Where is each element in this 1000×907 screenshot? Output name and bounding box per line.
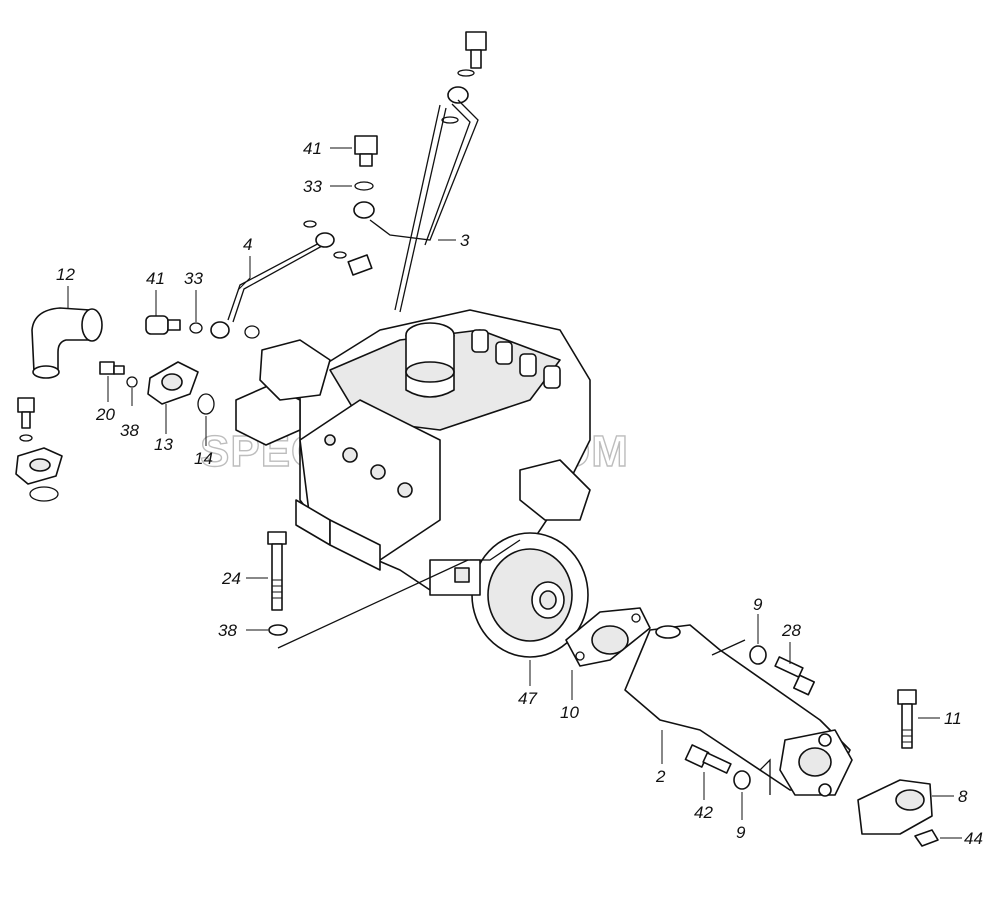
- left-flange-stack: [15, 397, 63, 502]
- callout-41: 41: [303, 139, 322, 158]
- callout-24: 24: [221, 569, 241, 588]
- callout-47: 47: [518, 689, 537, 708]
- callout-12: 12: [56, 265, 75, 284]
- callout-41: 41: [146, 269, 165, 288]
- callout-38: 38: [218, 621, 237, 640]
- bolt-28-assembly: [749, 645, 816, 696]
- callout-4: 4: [243, 235, 252, 254]
- leader-lines: [67, 147, 962, 839]
- callout-11: 11: [944, 709, 962, 728]
- callout-33: 33: [303, 177, 322, 196]
- callout-20: 20: [95, 405, 115, 424]
- pipe-4-assembly: [145, 220, 373, 339]
- callout-42: 42: [694, 803, 713, 822]
- callout-13: 13: [154, 435, 173, 454]
- callout-44: 44: [964, 829, 983, 848]
- bolt-42-assembly: [684, 744, 751, 790]
- injection-pump-body: [235, 309, 591, 658]
- pipe-3-assembly: [353, 31, 487, 313]
- callout-10: 10: [560, 703, 579, 722]
- bolt-24-assembly: [267, 531, 469, 649]
- callout-38: 38: [120, 421, 139, 440]
- callout-8: 8: [958, 787, 968, 806]
- callout-2: 2: [655, 767, 666, 786]
- callout-28: 28: [781, 621, 801, 640]
- gasket-10: [565, 607, 651, 667]
- clamp-8-assembly: [857, 689, 939, 847]
- flange-13-assembly: [99, 361, 215, 415]
- callout-9: 9: [736, 823, 746, 842]
- callout-3: 3: [460, 231, 470, 250]
- housing-2: [624, 624, 853, 797]
- hose-12: [31, 307, 103, 379]
- callout-labels: 41 33 3 4 12 41 33 20 38 13 14 24 38 47 …: [56, 139, 983, 848]
- callout-9: 9: [753, 595, 763, 614]
- callout-14: 14: [194, 449, 213, 468]
- callout-33: 33: [184, 269, 203, 288]
